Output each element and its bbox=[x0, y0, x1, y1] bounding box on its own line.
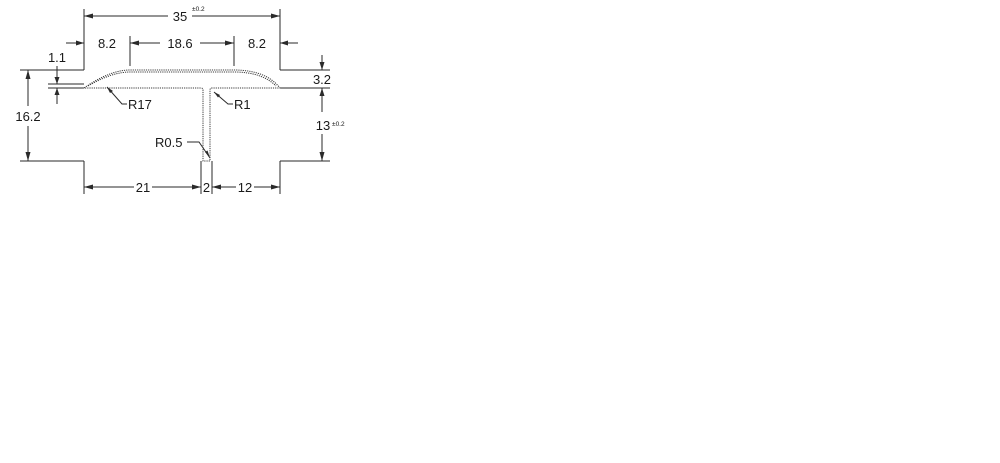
top-thickness-label: 3.2 bbox=[313, 72, 331, 87]
dim-edge-thickness: 1.1 bbox=[48, 50, 66, 104]
stem-width-label: 2 bbox=[203, 180, 210, 195]
dim-stem-height: 13 ±0.2 bbox=[316, 88, 345, 161]
left-flange-width-label: 8.2 bbox=[98, 36, 116, 51]
overall-width-tolerance: ±0.2 bbox=[192, 6, 205, 13]
profile-outline bbox=[82, 69, 282, 162]
tip-radius-label: R0.5 bbox=[155, 135, 182, 150]
radius-callouts: R17 R1 R0.5 bbox=[106, 86, 251, 159]
stem-height-label: 13 bbox=[316, 118, 330, 133]
dim-flange-row: 8.2 18.6 8.2 bbox=[66, 36, 298, 51]
stem-height-tolerance: ±0.2 bbox=[332, 121, 345, 128]
left-offset-label: 21 bbox=[136, 180, 150, 195]
right-offset-label: 12 bbox=[238, 180, 252, 195]
dim-overall-width: 35 ±0.2 bbox=[84, 6, 280, 24]
extension-lines bbox=[20, 9, 330, 194]
overall-height-label: 16.2 bbox=[15, 109, 40, 124]
crown-radius-label: R17 bbox=[128, 97, 152, 112]
center-span-label: 18.6 bbox=[167, 36, 192, 51]
edge-thickness-label: 1.1 bbox=[48, 50, 66, 65]
right-flange-width-label: 8.2 bbox=[248, 36, 266, 51]
dim-overall-height: 16.2 bbox=[15, 70, 41, 161]
t-profile bbox=[82, 69, 282, 162]
fillet-radius-label: R1 bbox=[234, 97, 251, 112]
profile-inner bbox=[87, 71, 277, 87]
dim-bottom-row: 21 2 12 bbox=[84, 180, 280, 195]
overall-width-label: 35 bbox=[173, 9, 187, 24]
